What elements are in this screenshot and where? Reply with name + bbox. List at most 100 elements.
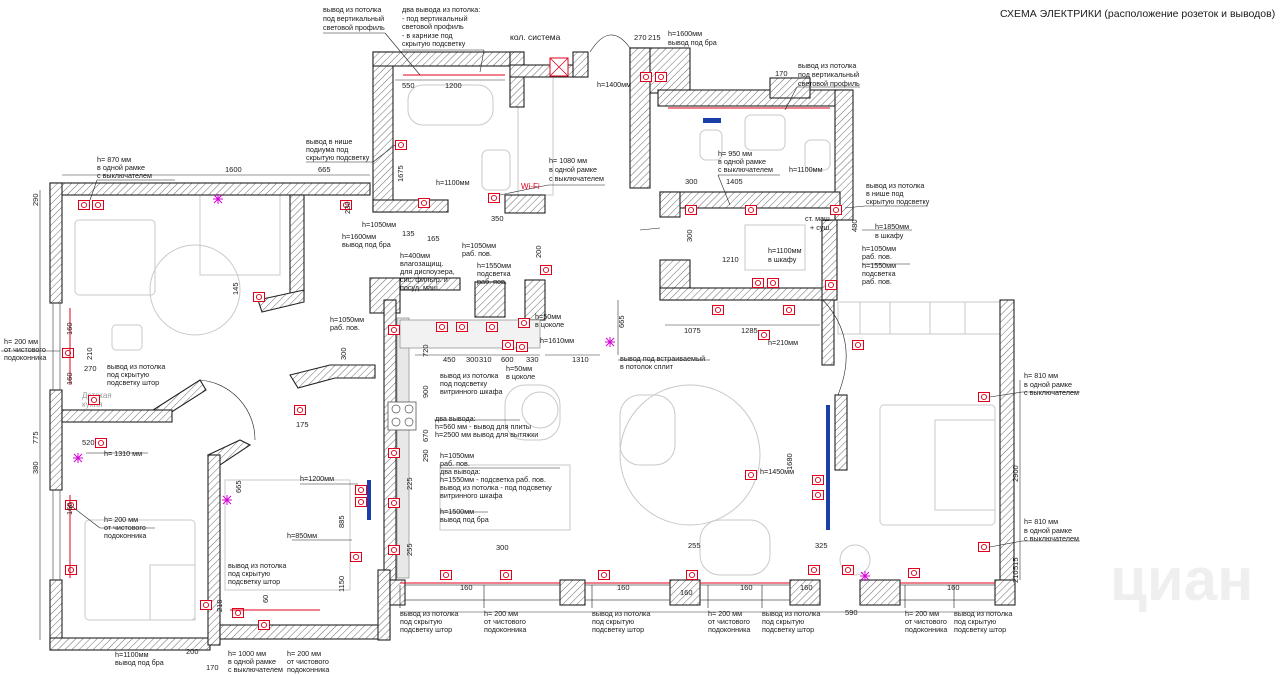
svg-text:160: 160 — [65, 322, 74, 335]
svg-text:310: 310 — [479, 355, 492, 364]
svg-text:в цоколе: в цоколе — [535, 320, 564, 329]
socket-icon — [598, 570, 610, 580]
svg-text:215: 215 — [648, 33, 661, 42]
socket-icon — [812, 475, 824, 485]
svg-text:550: 550 — [402, 81, 415, 90]
socket-icon — [745, 205, 757, 215]
socket-icon — [686, 570, 698, 580]
svg-text:световой профиль: световой профиль — [323, 23, 385, 32]
svg-text:h=1100мм: h=1100мм — [768, 246, 802, 255]
svg-text:два вывода из потолка:: два вывода из потолка: — [402, 5, 480, 14]
svg-text:h=560 мм - вывод для плиты: h=560 мм - вывод для плиты — [435, 422, 531, 431]
socket-icon — [540, 265, 552, 275]
svg-text:раб. пов.: раб. пов. — [462, 249, 492, 258]
svg-text:подсветку штор: подсветку штор — [107, 378, 159, 387]
socket-icon — [500, 570, 512, 580]
wifi-icon: Wi-Fi — [521, 182, 540, 191]
ceiling-light-icon — [605, 337, 615, 347]
svg-text:с выключателем: с выключателем — [1024, 534, 1079, 543]
socket-icon — [978, 392, 990, 402]
svg-text:300: 300 — [466, 355, 479, 364]
svg-text:вывод из потолка: вывод из потолка — [323, 5, 381, 14]
socket-icon — [640, 72, 652, 82]
svg-text:350: 350 — [491, 214, 504, 223]
svg-text:h= 1310 мм: h= 1310 мм — [104, 449, 142, 458]
svg-text:вывод в нише: вывод в нише — [306, 137, 352, 146]
svg-text:+ суш.: + суш. — [810, 223, 831, 232]
svg-text:от чистового: от чистового — [905, 617, 947, 626]
svg-text:в шкафу: в шкафу — [875, 231, 904, 240]
svg-text:h=400мм: h=400мм — [400, 251, 430, 260]
svg-text:скрытую подсветку: скрытую подсветку — [866, 197, 930, 206]
svg-text:145: 145 — [231, 282, 240, 295]
socket-icon — [488, 193, 500, 203]
boiler-label: кол. система — [510, 32, 561, 42]
svg-text:h=1500мм: h=1500мм — [440, 507, 474, 516]
ceiling-light-icon — [222, 495, 232, 505]
svg-text:255: 255 — [405, 543, 414, 556]
fixtures — [73, 194, 870, 581]
svg-text:h= 1080 мм: h= 1080 мм — [549, 156, 587, 165]
annotations-top: вывод из потолка под вертикальный светов… — [97, 5, 930, 347]
svg-text:вывод из потолка - под подсвет: вывод из потолка - под подсветку — [440, 483, 552, 492]
annotations-left: h= 200 мм от чистового подоконника вывод… — [4, 337, 165, 540]
socket-icon — [978, 542, 990, 552]
socket-icon — [65, 565, 77, 575]
svg-text:с выключателем: с выключателем — [228, 665, 283, 674]
svg-text:под скрытую: под скрытую — [954, 617, 997, 626]
svg-text:210: 210 — [85, 347, 94, 360]
svg-text:вывод из потолка: вывод из потолка — [107, 362, 165, 371]
svg-text:витринного шкафа: витринного шкафа — [440, 387, 503, 396]
svg-text:160: 160 — [65, 372, 74, 385]
svg-text:1210: 1210 — [722, 255, 739, 264]
socket-icon — [440, 570, 452, 580]
annotations-bottom: вывод из потолка под скрытую подсветку ш… — [115, 561, 1012, 674]
svg-text:от чистового: от чистового — [104, 523, 146, 532]
tv-panel-icon — [367, 480, 371, 520]
svg-text:h=1600мм: h=1600мм — [342, 232, 376, 241]
socket-icon — [830, 205, 842, 215]
socket-icon — [78, 200, 90, 210]
socket-icon — [258, 620, 270, 630]
svg-text:с выключателем: с выключателем — [1024, 388, 1079, 397]
svg-text:витринного шкафа: витринного шкафа — [440, 491, 503, 500]
svg-text:подоконника: подоконника — [484, 625, 526, 634]
svg-text:270: 270 — [634, 33, 647, 42]
socket-icon — [350, 552, 362, 562]
svg-text:h=1100мм: h=1100мм — [115, 650, 149, 659]
page-title: СХЕМА ЭЛЕКТРИКИ (расположение розеток и … — [1000, 8, 1275, 20]
svg-text:h=1100мм: h=1100мм — [436, 178, 470, 187]
svg-text:300: 300 — [339, 347, 348, 360]
svg-text:под подсветку: под подсветку — [440, 379, 487, 388]
svg-text:h=1050мм: h=1050мм — [362, 220, 396, 229]
svg-text:вывод под встраиваемый: вывод под встраиваемый — [620, 354, 705, 363]
svg-text:скрытую подсветку: скрытую подсветку — [306, 153, 370, 162]
svg-text:подоконника: подоконника — [708, 625, 750, 634]
svg-text:h= 200 мм: h= 200 мм — [104, 515, 138, 524]
svg-text:два вывода:: два вывода: — [435, 414, 476, 423]
socket-icon — [388, 448, 400, 458]
socket-icon — [825, 280, 837, 290]
socket-icon — [388, 325, 400, 335]
svg-text:в одной рамке: в одной рамке — [97, 163, 145, 172]
svg-text:170: 170 — [206, 663, 219, 672]
svg-text:160: 160 — [800, 583, 813, 592]
svg-text:- в карнизе под: - в карнизе под — [402, 31, 453, 40]
ceiling-light-icon — [860, 571, 870, 581]
svg-text:h=1400мм: h=1400мм — [597, 80, 631, 89]
svg-text:160: 160 — [947, 583, 960, 592]
svg-text:в шкафу: в шкафу — [768, 255, 797, 264]
svg-text:подсветку штор: подсветку штор — [954, 625, 1006, 634]
svg-text:для диспоузера,: для диспоузера, — [400, 267, 455, 276]
svg-text:h=210мм: h=210мм — [768, 338, 798, 347]
svg-text:300: 300 — [685, 229, 694, 242]
svg-text:h=1050мм: h=1050мм — [462, 241, 496, 250]
svg-text:170: 170 — [775, 69, 788, 78]
svg-text:h= 810 мм: h= 810 мм — [1024, 517, 1058, 526]
svg-text:подсветка: подсветка — [477, 269, 511, 278]
svg-text:1680: 1680 — [785, 453, 794, 470]
svg-text:885: 885 — [337, 515, 346, 528]
svg-text:h=850мм: h=850мм — [287, 531, 317, 540]
svg-text:h=1550мм - подсветка раб. пов.: h=1550мм - подсветка раб. пов. — [440, 475, 546, 484]
svg-text:225: 225 — [405, 477, 414, 490]
